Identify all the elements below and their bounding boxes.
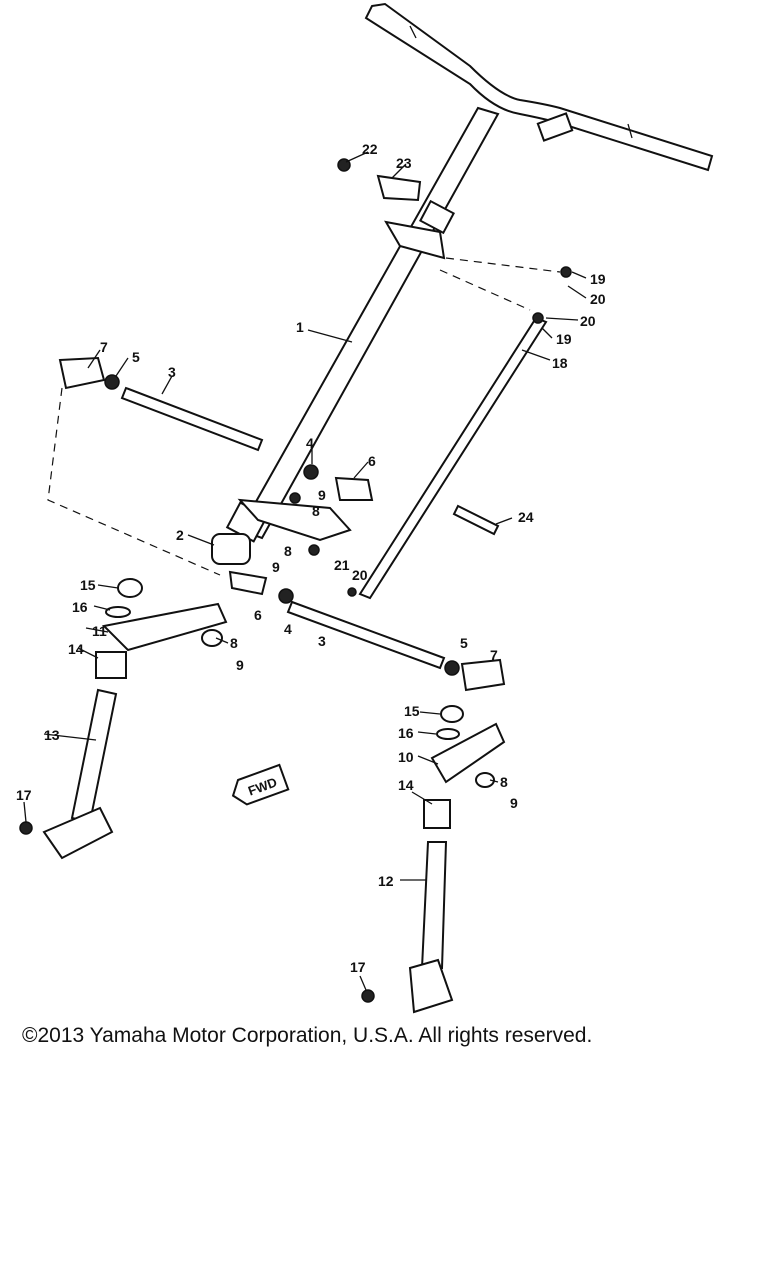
part-label: 12	[378, 873, 394, 889]
part-label: 8	[284, 543, 292, 559]
ball-joints	[228, 464, 374, 604]
part-label: 16	[72, 599, 88, 615]
part-label: 10	[398, 749, 414, 765]
part-label: 4	[284, 621, 292, 637]
part-label: 9	[510, 795, 518, 811]
steering-diagram: FWD 1	[16, 2, 714, 1014]
part-label: 1	[296, 319, 304, 335]
copyright-notice: ©2013 Yamaha Motor Corporation, U.S.A. A…	[22, 1024, 593, 1047]
part-label: 9	[236, 657, 244, 673]
part-label: 20	[590, 291, 606, 307]
part-label: 15	[80, 577, 96, 593]
part-label: 24	[518, 509, 534, 525]
part-label: 21	[334, 557, 350, 573]
part-label: 7	[100, 339, 108, 355]
tie-rod-left	[58, 356, 264, 452]
part-label: 16	[398, 725, 414, 741]
part-labels: 1 2 3 3 4 4 5 5 6 6 7 7 8 8 8 8 9 9 9 9 …	[16, 141, 606, 975]
part-label: 6	[254, 607, 262, 623]
part-label: 13	[44, 727, 60, 743]
part-label: 20	[580, 313, 596, 329]
part-label: 18	[552, 355, 568, 371]
part-label: 3	[318, 633, 326, 649]
pin	[452, 504, 500, 536]
column-clamp	[337, 158, 446, 260]
handlebar	[364, 2, 714, 172]
part-label: 15	[404, 703, 420, 719]
left-spindle-assembly	[19, 578, 228, 860]
part-label: 22	[362, 141, 378, 157]
right-spindle-assembly	[361, 705, 506, 1014]
part-label: 8	[230, 635, 238, 651]
pitman-arm	[211, 498, 352, 565]
part-label: 9	[318, 487, 326, 503]
fwd-arrow: FWD	[231, 763, 290, 806]
part-label: 14	[398, 777, 414, 793]
part-label: 17	[16, 787, 32, 803]
part-label: 17	[350, 959, 366, 975]
part-label: 5	[132, 349, 140, 365]
part-label: 23	[396, 155, 412, 171]
part-label: 7	[490, 647, 498, 663]
part-label: 5	[460, 635, 468, 651]
tie-rod-right	[286, 600, 506, 692]
part-label: 20	[352, 567, 368, 583]
part-label: 19	[590, 271, 606, 287]
leader-lines	[23, 151, 587, 991]
part-label: 19	[556, 331, 572, 347]
part-label: 2	[176, 527, 184, 543]
part-label: 6	[368, 453, 376, 469]
part-label: 11	[92, 623, 107, 639]
part-label: 4	[306, 435, 314, 451]
part-label: 14	[68, 641, 84, 657]
part-label: 9	[272, 559, 280, 575]
part-label: 8	[500, 774, 508, 790]
steering-rod	[347, 266, 572, 600]
assembly-lines	[47, 257, 561, 576]
part-label: 8	[312, 503, 320, 519]
steering-column	[225, 106, 500, 543]
part-label: 3	[168, 364, 176, 380]
